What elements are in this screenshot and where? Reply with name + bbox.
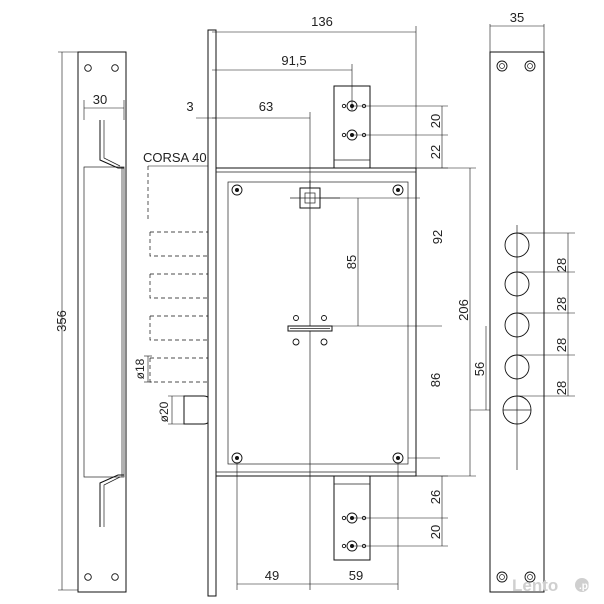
dim-206: 206 [416, 167, 476, 477]
faceplate-screw-hole [111, 573, 119, 581]
dim-bot-20-label: 20 [428, 525, 443, 539]
dim-throw: CORSA 40 [143, 150, 211, 222]
cylinder-hole [292, 338, 300, 346]
pitch-2-label: 28 [554, 297, 569, 311]
dim-206-label: 206 [456, 299, 471, 321]
dim-85-label: 85 [344, 255, 359, 269]
dim-63: 63 [212, 99, 311, 188]
forend-strip [207, 29, 217, 597]
latch: ø20 [157, 395, 213, 425]
dim-91-5: 91,5 [212, 53, 353, 110]
cylinder-hole [293, 315, 299, 321]
watermark: Lento .pl [512, 576, 591, 595]
dim-136-label: 136 [311, 14, 333, 29]
lock-body [207, 29, 417, 597]
faceplate-screw-hole [84, 64, 92, 72]
bolts-dashed [149, 231, 212, 383]
throw-label: CORSA 40 [143, 150, 207, 165]
dim-3-label: 3 [186, 99, 193, 114]
cylinder-hole [321, 315, 327, 321]
watermark-suffix: .pl [579, 581, 591, 592]
dim-85: 85 [332, 198, 442, 327]
dim-bolt-dia: ø18 [133, 355, 152, 383]
dim-30-label: 30 [93, 92, 107, 107]
watermark-dot-icon [575, 578, 589, 592]
faceplate-recess [83, 166, 125, 478]
dim-top-20-label: 20 [428, 114, 443, 128]
dim-136: 136 [212, 14, 417, 168]
dim-63-label: 63 [259, 99, 273, 114]
faceplate-screw-hole [84, 573, 92, 581]
dim-bot-26-label: 26 [428, 490, 443, 504]
faceplate-screw-hole [111, 64, 119, 72]
pitch-3-label: 28 [554, 338, 569, 352]
latch-dia-label: ø20 [157, 401, 171, 422]
dim-92: 92 [320, 172, 445, 326]
dim-91-5-label: 91,5 [281, 53, 306, 68]
pitch-4-label: 28 [554, 381, 569, 395]
strike-plate [489, 51, 545, 593]
dim-bottom-right: 26 20 [352, 475, 448, 547]
dim-86: 86 [408, 326, 443, 459]
bolt-dia-label: ø18 [133, 358, 147, 379]
dim-59-label: 59 [349, 568, 363, 583]
pitch-1-label: 28 [554, 258, 569, 272]
dim-92-label: 92 [430, 230, 445, 244]
dim-pitch: 28 28 28 28 [517, 232, 575, 397]
lock-case-inner [227, 181, 409, 465]
dim-49-label: 49 [265, 568, 279, 583]
left-faceplate [77, 51, 127, 593]
dim-35-label: 35 [510, 10, 524, 25]
dim-35: 35 [489, 10, 545, 52]
dim-3: 3 [186, 99, 216, 119]
dim-86-label: 86 [428, 373, 443, 387]
faceplate-outline [77, 51, 127, 593]
dim-bottom: 49 59 [236, 464, 399, 590]
dim-56-label: 56 [472, 362, 487, 376]
dim-356: 356 [54, 51, 78, 591]
dim-30: 30 [83, 92, 125, 120]
lock-case [215, 167, 417, 477]
watermark-brand: Lento [512, 576, 558, 595]
dim-356-label: 356 [54, 310, 69, 332]
dim-top-22-label: 22 [428, 145, 443, 159]
cylinder-hole [320, 338, 328, 346]
